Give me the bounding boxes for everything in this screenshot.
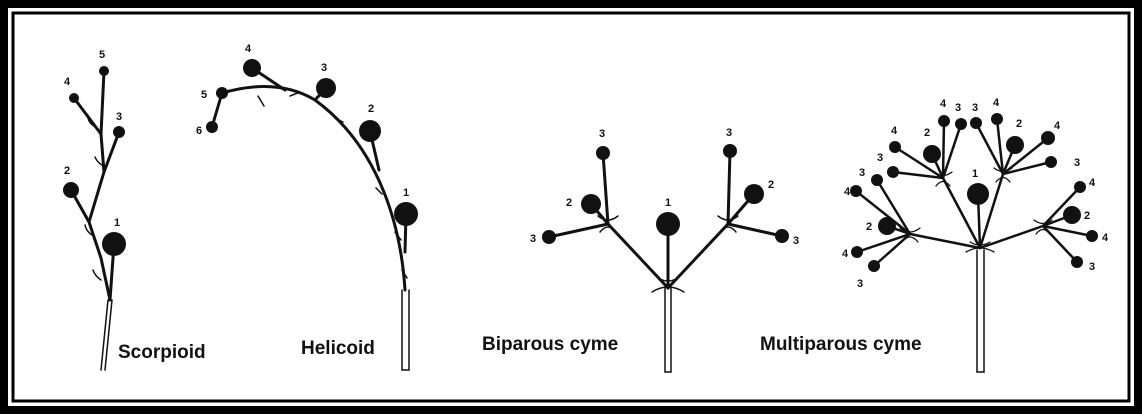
helicoid-bracts [258, 92, 407, 278]
flower-number: 3 [793, 235, 799, 247]
flower-number: 4 [64, 76, 71, 88]
scorpioid-peduncle [101, 300, 112, 370]
flower-number: 4 [245, 43, 252, 55]
flower-number: 3 [1089, 261, 1095, 273]
flower-number: 3 [599, 128, 605, 140]
flower-number: 4 [844, 186, 851, 198]
flower-number: 2 [768, 179, 774, 191]
helicoid-axis [212, 68, 406, 290]
biparous-peduncle [665, 288, 671, 372]
flower-number: 1 [972, 168, 978, 180]
flower-number: 4 [940, 98, 947, 110]
flower-number: 3 [857, 278, 863, 290]
flower-number: 2 [1084, 210, 1090, 222]
scorpioid-numbers: 1 2 3 4 5 [64, 49, 122, 229]
flower-number: 3 [530, 233, 536, 245]
helicoid-diagram [206, 59, 418, 370]
flower-number: 4 [1089, 177, 1096, 189]
flower-number: 3 [1074, 157, 1080, 169]
flower-number: 2 [64, 165, 70, 177]
flower-number: 3 [859, 167, 865, 179]
caption-helicoid: Helicoid [301, 338, 375, 359]
flower-number: 4 [1054, 120, 1061, 132]
flower-number: 4 [842, 248, 849, 260]
flower-number: 3 [955, 102, 961, 114]
helicoid-peduncle [402, 290, 409, 370]
caption-multiparous: Multiparous cyme [760, 334, 922, 355]
flower-number: 4 [993, 97, 1000, 109]
multiparous-peduncle [977, 250, 984, 372]
flower-number: 1 [665, 197, 671, 209]
flower-number: 2 [866, 221, 872, 233]
flower-number: 3 [972, 102, 978, 114]
scorpioid-axis [71, 71, 119, 300]
flower-number: 3 [116, 111, 122, 123]
caption-biparous: Biparous cyme [482, 334, 618, 355]
flower-number: 3 [877, 152, 883, 164]
flower-number: 2 [1016, 118, 1022, 130]
flower-number: 3 [726, 127, 732, 139]
flower-number: 2 [924, 127, 930, 139]
flower-number: 5 [201, 89, 207, 101]
flower-number: 5 [99, 49, 105, 61]
caption-scorpioid: Scorpioid [118, 342, 206, 363]
flower-number: 2 [368, 103, 374, 115]
flower-number: 4 [1102, 232, 1109, 244]
flower-number: 6 [196, 125, 202, 137]
flower-number: 1 [403, 187, 409, 199]
flower-number: 3 [321, 62, 327, 74]
flower-number: 1 [114, 217, 120, 229]
flower-number: 2 [566, 197, 572, 209]
flower-number: 4 [891, 125, 898, 137]
